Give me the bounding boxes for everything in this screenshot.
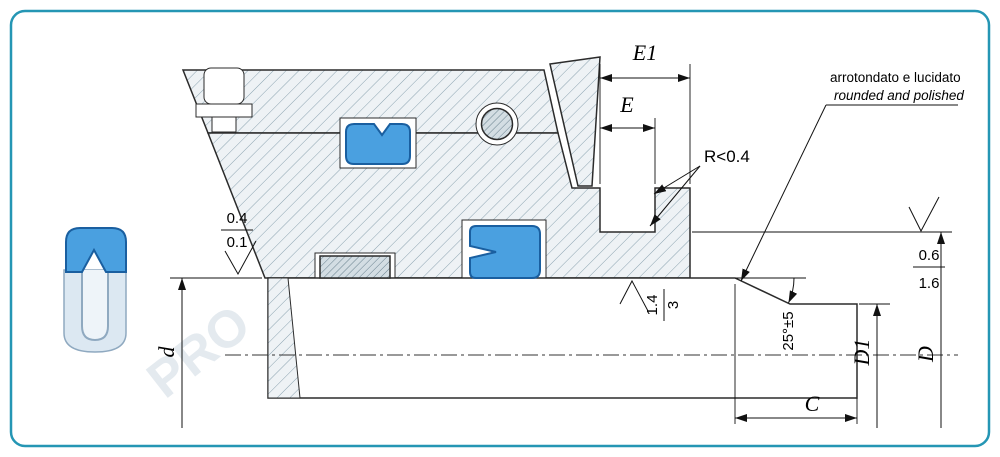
roughness-symbol-left [224,240,257,276]
dim-e-label: E [619,92,634,117]
piston-rod [267,277,858,399]
steel-ball [480,107,514,141]
surface-right-top: 0.6 [919,247,940,264]
dim-e1-label: E1 [632,40,657,65]
surface-finish-right: 0.6 1.6 [908,196,945,292]
dim-d-label: d [154,346,179,358]
surface-right-bottom: 1.6 [919,275,940,292]
dim-d1-label: D1 [849,339,874,367]
product-ring-bore [81,270,109,342]
cap-screw-shank [211,116,237,133]
dim-dbig-label: D [913,346,938,363]
guide-ring [319,255,391,279]
static-seal [345,123,411,165]
product-seal-figure [63,227,127,353]
dim-c-label: C [805,391,820,416]
roughness-symbol-mid [619,279,649,312]
surface-mid-top: 1.4 [644,295,661,316]
rod-seal-ucup [469,225,541,279]
clamp-wedge-section [549,56,601,187]
note-leader [740,104,827,282]
assembly-section [181,56,858,399]
cap-screw-flange [195,103,253,118]
angle-arc [788,277,798,304]
surface-left-top: 0.4 [227,210,248,227]
surface-left-bottom: 0.1 [227,234,248,251]
note-italian: arrotondato e lucidato [830,70,961,85]
cap-screw-head [203,67,245,105]
angle-callout: 25°±5 [735,277,806,351]
radius-leader-2 [649,165,701,227]
surface-mid-bottom: 3 [665,301,682,309]
dimensions: E1 E R<0.4 arrotondato e lucidato rounde… [154,40,964,428]
product-seal-profile [65,227,127,273]
radius-callout-label: R<0.4 [704,147,750,166]
note-english: rounded and polished [834,88,964,103]
cap-screw [195,67,253,133]
roughness-symbol-right [908,196,940,233]
radius-leader-1 [653,165,701,195]
angle-label: 25°±5 [780,311,797,350]
rod-break-hatch [267,277,301,399]
surface-finish-mid: 1.4 3 [619,279,682,321]
surface-finish-left: 0.4 0.1 [221,210,257,276]
